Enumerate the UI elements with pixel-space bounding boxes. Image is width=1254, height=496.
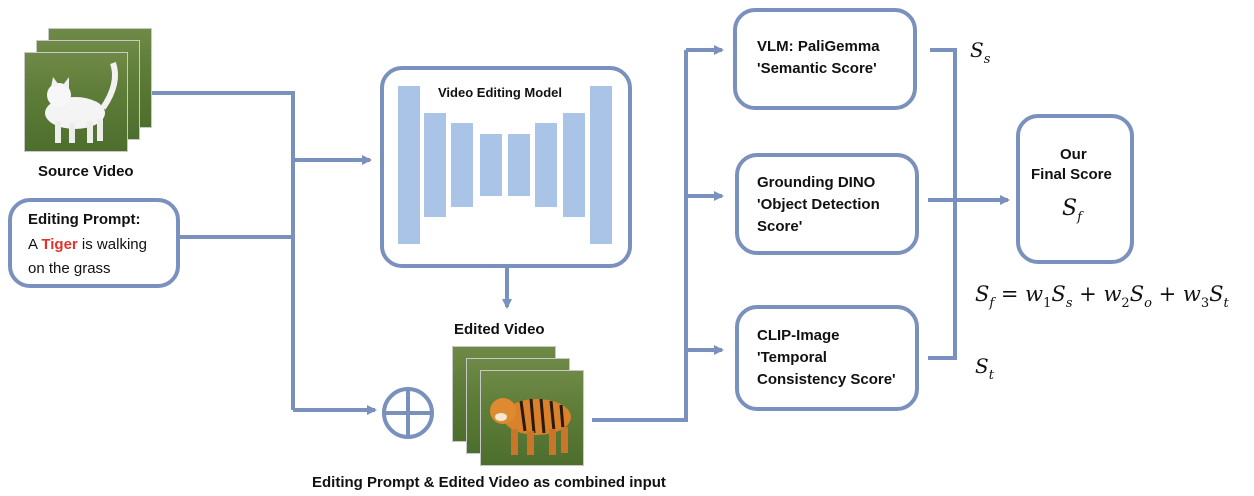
dino-score-name-cont: Score'	[757, 218, 803, 235]
final-score-title-2: Final Score	[1031, 166, 1112, 183]
prompt-text-prefix: A	[28, 236, 42, 253]
prompt-text-line2: on the grass	[28, 260, 111, 277]
clip-image-box	[735, 305, 919, 411]
combine-plus-symbol	[382, 387, 434, 439]
vlm-score-name: 'Semantic Score'	[757, 60, 877, 77]
semantic-score-symbol: Ss	[970, 38, 991, 67]
clip-title: CLIP-Image	[757, 327, 840, 344]
grounding-dino-box	[735, 153, 919, 255]
final-score-formula: Sf = w1Ss + w2So + w3St	[975, 282, 1229, 311]
video-frame	[24, 52, 128, 152]
vlm-paligemma-box	[733, 8, 917, 110]
source-video-stack	[24, 28, 154, 156]
editing-prompt-title: Editing Prompt:	[28, 211, 141, 228]
temporal-score-symbol: St	[975, 354, 994, 383]
source-video-label: Source Video	[38, 163, 134, 180]
prompt-highlight-word: Tiger	[41, 236, 78, 253]
clip-score-name: 'Temporal	[757, 349, 827, 366]
clip-score-name-cont: Consistency Score'	[757, 371, 896, 388]
prompt-text-suffix: is walking	[77, 236, 147, 253]
edited-video-stack	[452, 346, 592, 466]
video-editing-model-label: Video Editing Model	[438, 85, 562, 100]
final-score-title-1: Our	[1060, 146, 1087, 163]
white-cat-image	[45, 62, 118, 143]
edited-video-label: Edited Video	[454, 321, 545, 338]
dino-score-name: 'Object Detection	[757, 196, 880, 213]
dino-title: Grounding DINO	[757, 174, 876, 191]
unet-icon	[398, 86, 616, 246]
final-score-box	[1016, 114, 1134, 264]
editing-prompt-box	[8, 198, 180, 288]
vlm-title: VLM: PaliGemma	[757, 38, 880, 55]
tiger-image	[490, 398, 571, 455]
editing-prompt-text: A Tiger is walking on the grass	[28, 233, 147, 281]
combined-input-label: Editing Prompt & Edited Video as combine…	[312, 474, 666, 491]
video-frame	[480, 370, 584, 466]
final-score-symbol: Sf	[1062, 196, 1082, 225]
